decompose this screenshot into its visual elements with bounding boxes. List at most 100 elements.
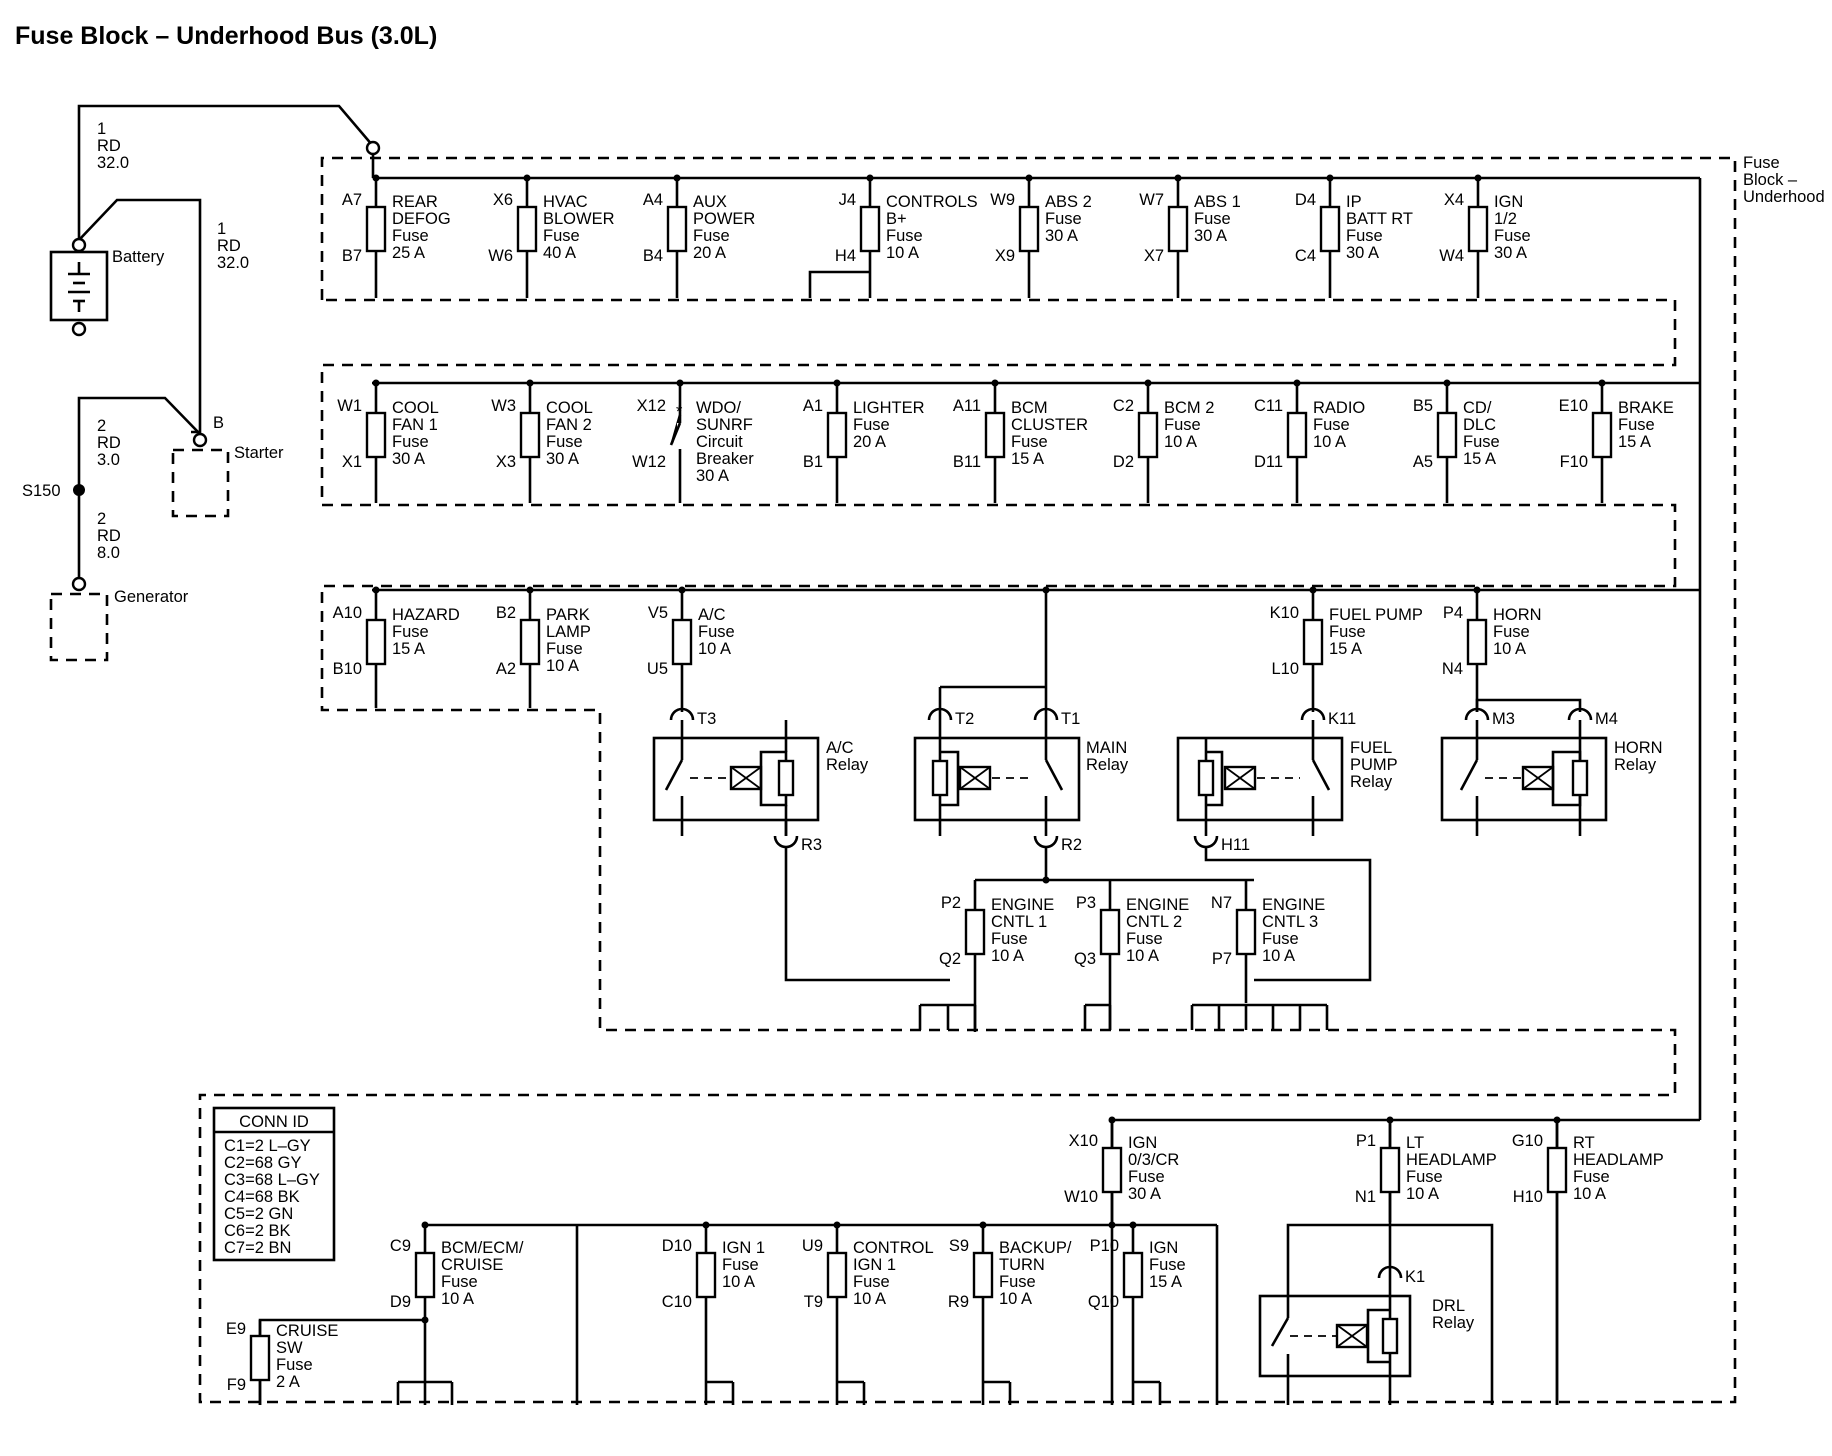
fuse-symbol [519,411,541,459]
fuse-name: CNTL 3 [1262,913,1318,931]
fuse-type: Fuse [1164,416,1201,434]
fuse-symbol [365,205,387,253]
fuse-symbol [1122,1251,1144,1299]
fuse-type: Fuse [1406,1168,1443,1186]
relay-pin: T1 [1033,707,1080,728]
switch-blade [1459,759,1479,791]
bus-junction [1598,379,1606,387]
h4-jumper [808,270,870,298]
fuse-bottom-pin: D2 [1113,453,1134,471]
battery-circuit: Battery 1 RD 32.0 1 RD 32.0 B Starter 2 … [22,104,381,662]
fuse-top-pin: A10 [333,604,362,622]
fuse-type: Fuse [441,1273,478,1291]
relay-wire [940,750,960,778]
pin-hook [927,707,953,721]
bus-junction [1309,586,1317,594]
battery-label: Battery [112,248,165,266]
fuse-top-pin: A11 [953,397,981,415]
fuse-name: IGN 1 [722,1239,765,1257]
pin-label: R3 [801,836,822,854]
fuse-name: CRUISE [276,1322,338,1340]
fuse-top-pin: A7 [342,191,362,209]
fuse-type: Fuse [392,623,429,641]
fuse-symbol [414,1251,436,1299]
conn-id-row: C4=68 BK [224,1188,300,1206]
fuse-rating: 10 A [1262,947,1295,965]
fuse-top-pin: B5 [1413,397,1433,415]
fuse-name: BCM/ECM/ [441,1239,524,1257]
fuse-symbol [1302,618,1324,666]
fuse-type: Fuse [1573,1168,1610,1186]
fuse-top-pin: A1 [803,397,823,415]
fuse-type: Fuse [1011,433,1048,451]
conn-id-row: C3=68 L–GY [224,1171,320,1189]
fuse-name: TURN [999,1256,1045,1274]
bus-junction [1326,174,1334,182]
fuse-type: Fuse [1194,210,1231,228]
fuse-symbol [1467,205,1489,253]
fuse-name: BACKUP/ [999,1239,1072,1257]
svg-text:2: 2 [97,417,106,435]
fuse-type: Fuse [853,1273,890,1291]
fuse-top-pin: P3 [1076,894,1096,912]
fuse-type: Fuse [991,930,1028,948]
fuse-name: IGN 1 [853,1256,896,1274]
fuse-symbol [984,411,1006,459]
pin-label: T1 [1061,710,1080,728]
fuse-name: WDO/ [696,399,741,417]
bus-junction [1108,1221,1116,1229]
relay-pin: K1 [1377,1265,1425,1286]
fuse-rating: 30 A [1346,244,1379,262]
relay-wire [759,750,788,778]
junction [421,1316,429,1324]
fuse-rating: 10 A [853,1290,886,1308]
fuse-symbol [1379,1146,1401,1194]
svg-text:2: 2 [97,510,106,528]
fuse-top-pin: W9 [990,191,1015,209]
fuse-name: B+ [886,210,907,228]
relay-wire [1206,750,1224,778]
fuse-top-pin: E9 [226,1320,246,1338]
fuse-type: Fuse [722,1256,759,1274]
fuse-symbol [365,618,387,666]
fuse-bottom-pin: W4 [1439,247,1464,265]
conn-id-header: CONN ID [239,1113,309,1131]
pin-hook [1193,835,1219,849]
fuse-symbol [666,205,688,253]
fuse-rating: 10 A [1126,947,1159,965]
fuse-name: ABS 1 [1194,193,1241,211]
coil-x [1224,766,1256,790]
bus-junction [372,379,380,387]
fuse-bottom-pin: Q10 [1088,1293,1119,1311]
coil-x [1522,766,1554,790]
fuse-top-pin: P1 [1356,1132,1376,1150]
fuse-rating: 30 A [1045,227,1078,245]
bus-junction [1443,379,1451,387]
fuse-type: Fuse [1618,416,1655,434]
bus-junction [526,379,534,387]
fuse-type: Fuse [886,227,923,245]
pin-label: T2 [955,710,974,728]
bus-junction [372,174,380,182]
relay-pin: M4 [1567,707,1618,728]
fuse-name: BLOWER [543,210,615,228]
fuse-name: CRUISE [441,1256,503,1274]
fuse-top-pin: P2 [941,894,961,912]
relay-box [1258,1294,1412,1378]
fuse-top-pin: X10 [1069,1132,1098,1150]
fuse-name: HVAC [543,193,588,211]
fuse-name: PARK [546,606,590,624]
